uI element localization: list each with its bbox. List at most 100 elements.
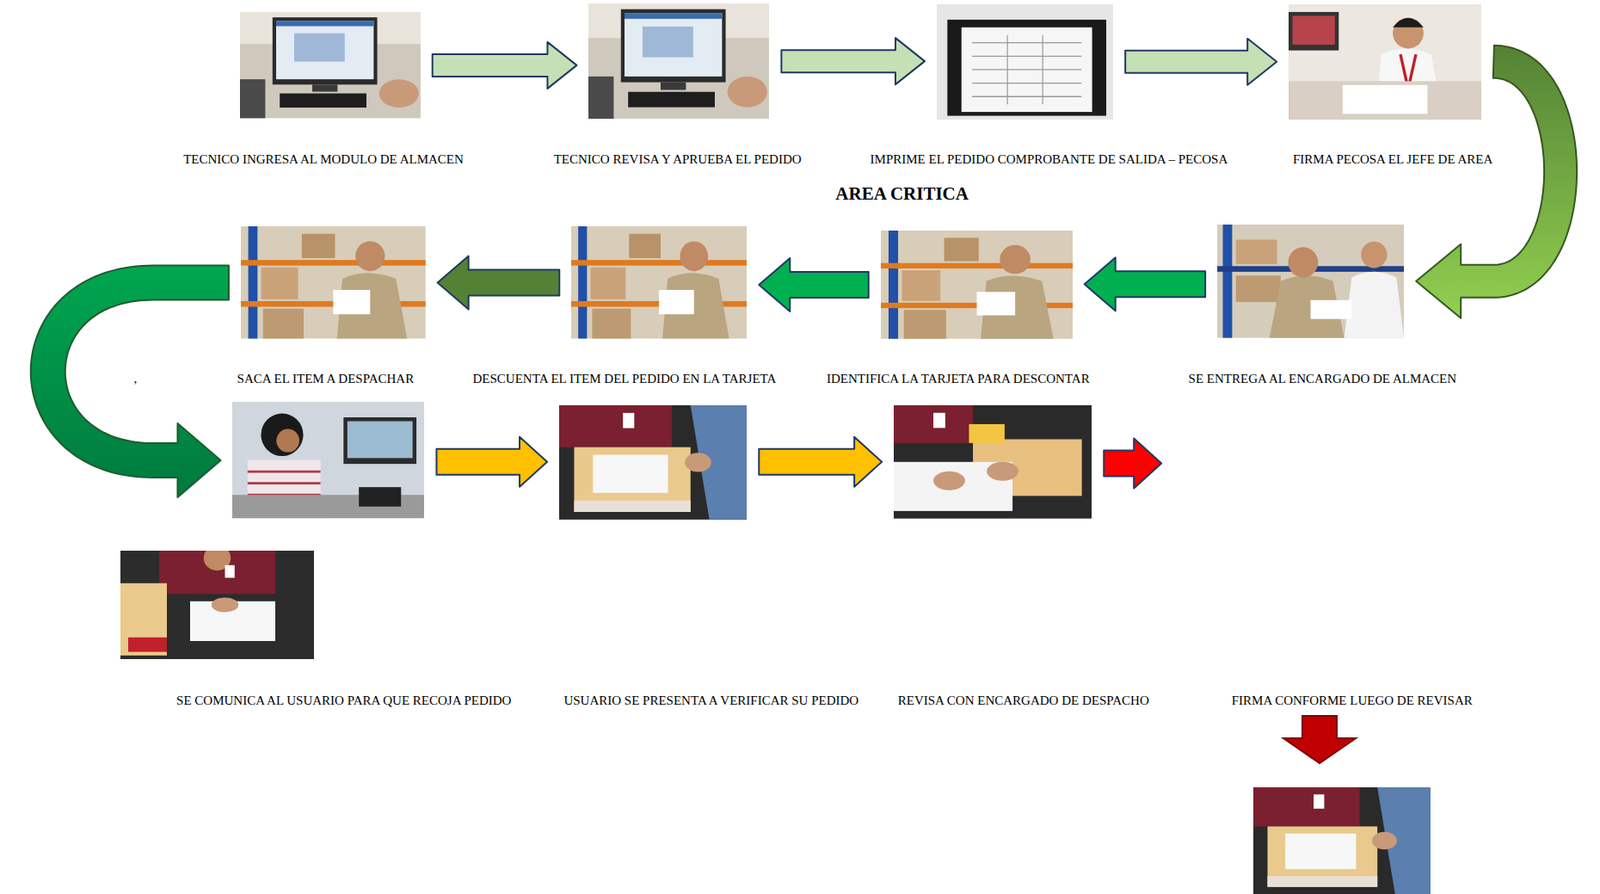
- photo-detail: [240, 12, 421, 118]
- photo-detail: [378, 79, 419, 108]
- photo-detail: [248, 226, 259, 339]
- photo-detail: [943, 237, 979, 261]
- photo-detail: [1372, 831, 1397, 850]
- photo-detail: [976, 291, 1016, 315]
- step-caption: SE ENTREGA AL ENCARGADO DE ALMACEN: [1188, 370, 1458, 387]
- photo-detail: [592, 454, 668, 493]
- photo-detail: [571, 259, 747, 266]
- step-caption: DESCUENTA EL ITEM DEL PEDIDO EN LA TARJE…: [473, 370, 777, 387]
- step-caption: SE COMUNICA AL USUARIO PARA QUE RECOJA P…: [176, 692, 511, 708]
- photo-detail: [120, 583, 167, 656]
- process-step: IMPRIME EL PEDIDO COMPROBANTE DE SALIDA …: [936, 4, 1114, 120]
- photo-detail: [972, 34, 1082, 104]
- photo-detail: [332, 289, 370, 314]
- photo-detail: [933, 412, 946, 429]
- photo-detail: [578, 226, 587, 339]
- photo-detail: [574, 447, 691, 512]
- step-caption: REVISA CON ENCARGADO DE DESPACHO: [898, 692, 1150, 708]
- process-step: TECNICO INGRESA AL MODULO DE ALMACEN: [240, 12, 421, 118]
- photo-detail: [312, 85, 338, 93]
- photo-detail: [344, 417, 418, 464]
- photo-detail: [347, 421, 413, 459]
- photo-detail: [1344, 271, 1404, 339]
- photo-detail: [240, 259, 426, 266]
- photo-detail: [559, 405, 747, 520]
- photo-detail: [571, 226, 747, 339]
- flow-arrow: [781, 37, 925, 85]
- step-caption: FIRMA CONFORME LUEGO DE REVISAR: [1231, 692, 1473, 708]
- flow-arrow: [30, 265, 229, 498]
- photo-detail: [680, 241, 709, 272]
- step-photo: [240, 226, 426, 339]
- photo-detail: [301, 233, 336, 259]
- photo-detail: [880, 263, 1073, 269]
- photo-detail: [1360, 241, 1387, 269]
- photo-detail: [622, 412, 634, 429]
- photo-detail: [1288, 4, 1482, 120]
- photo-detail: [1217, 224, 1404, 339]
- step-photo: [893, 405, 1092, 519]
- step-photo: [1217, 224, 1404, 339]
- photo-detail: [272, 17, 378, 85]
- photo-detail: [276, 429, 301, 453]
- process-step: SE ENTREGA AL ENCARGADO DE ALMACEN: [1217, 224, 1404, 339]
- photo: [1253, 787, 1431, 894]
- photo-detail: [1288, 80, 1482, 120]
- flow-arrow: [436, 436, 548, 487]
- photo-detail: [240, 79, 265, 118]
- step-photo: [936, 4, 1114, 120]
- photo-detail: [574, 500, 691, 512]
- photo-detail: [592, 308, 632, 339]
- process-step: FIRMA CONFORME LUEGO DE REVISAR: [1173, 407, 1480, 518]
- photo-detail: [1253, 787, 1360, 826]
- photo-detail: [1223, 224, 1233, 339]
- step-caption: IMPRIME EL PEDIDO COMPROBANTE DE SALIDA …: [870, 151, 1229, 167]
- photo-detail: [1285, 833, 1356, 869]
- photo-detail: [211, 597, 240, 613]
- photo-detail: [1267, 825, 1378, 887]
- photo-detail: [893, 405, 1092, 519]
- photo-detail: [903, 309, 946, 339]
- flow-arrow: [1084, 257, 1206, 311]
- photo-detail: [901, 270, 941, 302]
- photo-detail: [588, 3, 770, 119]
- title: AREA CRITICA: [835, 183, 969, 204]
- photo-detail: [629, 233, 662, 259]
- photo-detail: [1292, 15, 1336, 45]
- process-step: SACA EL ITEM A DESPACHAR: [240, 226, 426, 339]
- photo-detail: [261, 413, 304, 457]
- photo-detail: [1253, 787, 1431, 894]
- step-caption: FIRMA PECOSA EL JEFE DE AREA: [1292, 151, 1493, 167]
- photo-detail: [893, 405, 973, 444]
- photo-detail: [279, 93, 367, 108]
- photo-detail: [933, 471, 966, 491]
- step-photo: [232, 401, 425, 518]
- photo-detail: [660, 81, 686, 90]
- step-photo: [559, 405, 747, 520]
- photo-detail: [658, 289, 695, 314]
- photo-detail: [128, 637, 167, 653]
- photo-detail: [1342, 85, 1428, 115]
- photo-detail: [888, 230, 899, 339]
- down-arrow: [1283, 715, 1356, 764]
- photo-detail: [1288, 246, 1319, 277]
- process-step: USUARIO SE PRESENTA A VERIFICAR SU PEDID…: [559, 405, 747, 520]
- photo-detail: [263, 308, 304, 339]
- photo-detail: [588, 75, 614, 118]
- photo-detail: [1267, 875, 1378, 887]
- photo-detail: [225, 565, 235, 579]
- photo-detail: [359, 487, 402, 508]
- photo: [120, 545, 314, 659]
- photo: [1253, 787, 1431, 894]
- photo-detail: [1392, 17, 1424, 27]
- step-caption: IDENTIFICA LA TARJETA PARA DESCONTAR: [826, 370, 1090, 387]
- photo-detail: [1236, 275, 1281, 302]
- step-photo: [1288, 4, 1482, 120]
- photo-detail: [276, 21, 374, 27]
- flow-arrow: [1103, 438, 1162, 489]
- step-caption: TECNICO REVISA Y APRUEBA EL PEDIDO: [553, 151, 802, 167]
- step-photo: [240, 12, 421, 118]
- photo: [120, 545, 314, 659]
- photo-detail: [1392, 17, 1424, 49]
